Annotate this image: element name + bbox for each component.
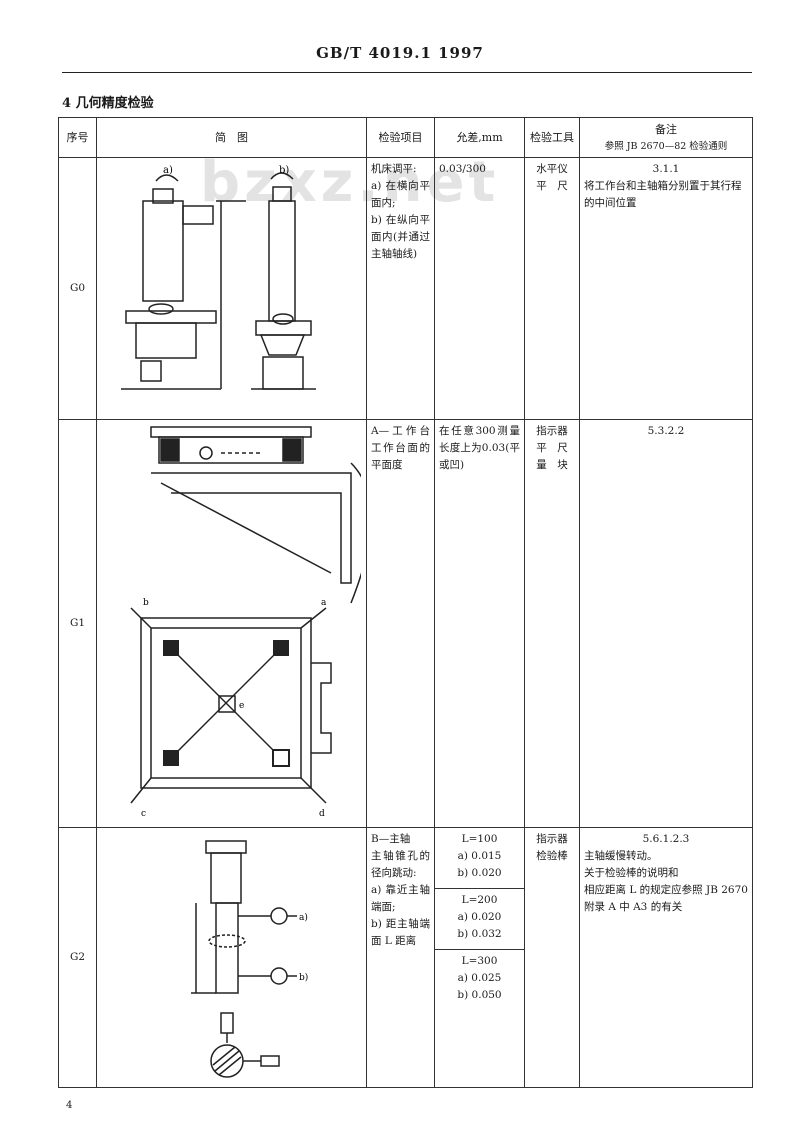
item-cell: 机床调平: a) 在横向平面内; b) 在纵向平面内(并通过主轴轴线) <box>366 157 435 420</box>
col-header-id: 序号 <box>58 117 97 158</box>
page-number: 4 <box>66 1100 73 1111</box>
fig-label-b: b) <box>279 165 289 176</box>
tool-name: 指示器 <box>536 425 568 437</box>
row-id: G2 <box>58 827 97 1088</box>
col-header-remarks-ref: 参照 JB 2670—82 检验通则 <box>604 140 728 152</box>
item-line: b) 在纵向平面内(并通过主轴轴线) <box>371 214 430 260</box>
remark-text: 主轴缓慢转动。 <box>584 850 658 862</box>
table-row: G0 <box>58 157 753 420</box>
col-header-tolerance: 允差,mm <box>434 117 525 158</box>
tolerance-cell: 在任意300测量长度上为0.03(平或凹) <box>434 419 525 828</box>
diagram-cell: a) b) <box>96 157 367 420</box>
row-id: G0 <box>58 157 97 420</box>
item-line: 机床调平: <box>371 163 417 175</box>
tolerance-value: 在任意300测量长度上为0.03(平或凹) <box>439 425 520 471</box>
tolerance-group-300: L=300 a) 0.025 b) 0.050 <box>435 949 524 1004</box>
col-header-remarks-title: 备注 <box>655 122 677 136</box>
col-header-item: 检验项目 <box>366 117 435 158</box>
diagram-cell: a) b) <box>96 827 367 1088</box>
tolerance-length: L=300 <box>461 955 498 967</box>
inspection-table: 序号 简 图 检验项目 允差,mm 检验工具 备注 参照 JB 2670—82 … <box>58 117 753 1088</box>
tolerance-value: a) 0.015 <box>457 850 502 862</box>
tolerance-length: L=100 <box>461 833 498 845</box>
fig-label-a: a <box>321 598 327 608</box>
fig-label-c: c <box>141 809 146 819</box>
tools-cell: 指示器 平 尺 量 块 <box>524 419 580 828</box>
standard-header: GB/T 4019.1 1997 <box>316 44 484 62</box>
section-title: 4 几何精度检验 <box>62 96 154 111</box>
diagram-cell: b a e c d <box>96 419 367 828</box>
fig-label-a: a) <box>299 912 308 923</box>
tolerance-value: 0.03/300 <box>439 163 486 175</box>
tool-name: 平 尺 <box>536 442 568 454</box>
tools-cell: 水平仪 平 尺 <box>524 157 580 420</box>
tolerance-value: b) 0.020 <box>457 867 502 879</box>
fig-label-d: d <box>319 809 325 819</box>
fig-label-e: e <box>239 701 244 711</box>
remark-clause: 5.3.2.2 <box>647 425 685 437</box>
header-rule <box>62 72 752 73</box>
flatness-diagram: b a e c d <box>130 426 361 819</box>
item-line: a) 在横向平面内; <box>371 180 430 209</box>
tolerance-group-100: L=100 a) 0.015 b) 0.020 <box>439 831 520 882</box>
remark-clause: 5.6.1.2.3 <box>642 833 690 845</box>
table-row: G2 <box>58 827 753 1088</box>
row-id: G1 <box>58 419 97 828</box>
remark-text: 将工作台和主轴箱分别置于其行程的中间位置 <box>584 180 742 209</box>
remark-text: 关于检验棒的说明和 <box>584 867 679 879</box>
tool-name: 指示器 <box>536 833 568 845</box>
item-line: A—工作台工作台面的平面度 <box>371 425 430 471</box>
fig-label-b: b <box>143 598 149 608</box>
tolerance-value: a) 0.020 <box>457 911 502 923</box>
table-row: G1 <box>58 419 753 828</box>
item-cell: A—工作台工作台面的平面度 <box>366 419 435 828</box>
tool-name: 平 尺 <box>536 180 568 192</box>
item-line: B—主轴 <box>371 833 411 845</box>
tool-name: 检验棒 <box>536 850 568 862</box>
tolerance-value: b) 0.032 <box>457 928 502 940</box>
tolerance-length: L=200 <box>461 894 498 906</box>
remarks-cell: 3.1.1 将工作台和主轴箱分别置于其行程的中间位置 <box>579 157 753 420</box>
remark-text: 相应距离 L 的规定应参照 JB 2670 附录 A 中 A3 的有关 <box>584 884 748 913</box>
tolerance-cell: 0.03/300 <box>434 157 525 420</box>
tolerance-value: a) 0.025 <box>457 972 502 984</box>
col-header-diagram: 简 图 <box>96 117 367 158</box>
tolerance-cell: L=100 a) 0.015 b) 0.020 L=200 a) 0.020 b… <box>434 827 525 1088</box>
item-cell: B—主轴 主轴锥孔的径向跳动: a) 靠近主轴端面; b) 距主轴端面 L 距离 <box>366 827 435 1088</box>
tool-name: 水平仪 <box>536 163 568 175</box>
col-header-remarks: 备注 参照 JB 2670—82 检验通则 <box>579 117 753 158</box>
runout-diagram: a) b) <box>191 840 308 1078</box>
item-line: 主轴锥孔的径向跳动: <box>371 850 430 879</box>
table-header-row: 序号 简 图 检验项目 允差,mm 检验工具 备注 参照 JB 2670—82 … <box>58 117 753 158</box>
col-header-tools: 检验工具 <box>524 117 580 158</box>
item-line: b) 距主轴端面 L 距离 <box>371 918 430 947</box>
tool-name: 量 块 <box>536 459 568 471</box>
fig-label-b: b) <box>299 972 308 983</box>
remarks-cell: 5.3.2.2 <box>579 419 753 828</box>
tools-cell: 指示器 检验棒 <box>524 827 580 1088</box>
tolerance-value: b) 0.050 <box>457 989 502 1001</box>
tolerance-group-200: L=200 a) 0.020 b) 0.032 <box>435 888 524 943</box>
fig-label-a: a) <box>163 165 173 176</box>
item-line: a) 靠近主轴端面; <box>371 884 430 913</box>
leveling-diagram: a) b) <box>121 165 316 390</box>
remark-clause: 3.1.1 <box>652 163 680 175</box>
remarks-cell: 5.6.1.2.3 主轴缓慢转动。 关于检验棒的说明和 相应距离 L 的规定应参… <box>579 827 753 1088</box>
